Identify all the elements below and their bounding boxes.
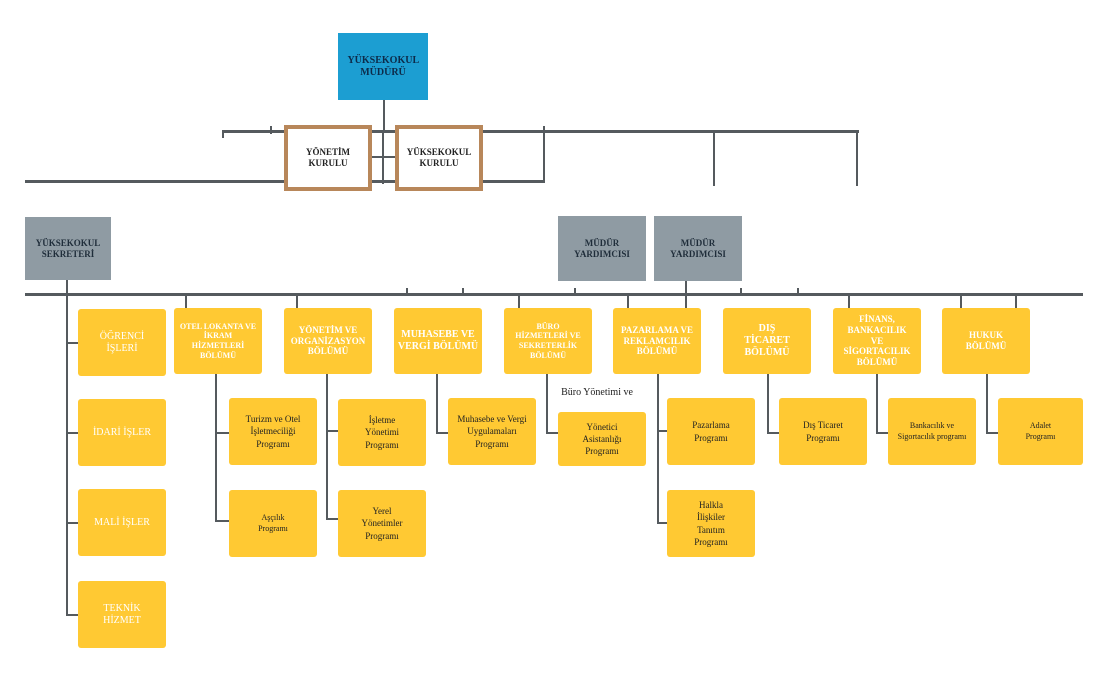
program-box: Adalet Programı	[998, 398, 1083, 465]
office-box: TEKNİK HİZMET	[78, 581, 166, 648]
department-title: MUHASEBE VE VERGİ BÖLÜMÜ	[397, 329, 479, 352]
program-box: Dış Ticaret Programı	[779, 398, 867, 465]
department-box: DIŞ TİCARET BÖLÜMÜ	[723, 308, 811, 374]
assistant-director-box-2: MÜDÜR YARDIMCISI	[654, 216, 742, 281]
school-board-box: YÜKSEKOKUL KURULU	[395, 125, 483, 191]
office-box: ÖĞRENCİ İŞLERİ	[78, 309, 166, 376]
office-label: TEKNİK HİZMET	[103, 602, 141, 626]
program-title: Halkla İlişkiler Tanıtım Programı	[694, 500, 728, 547]
assistant-director-title: MÜDÜR YARDIMCISI	[670, 237, 726, 259]
department-title: PAZARLAMA VE REKLAMCILIK BÖLÜMÜ	[621, 324, 693, 357]
department-title: DIŞ TİCARET BÖLÜMÜ	[744, 323, 790, 358]
department-title: HUKUK BÖLÜMÜ	[965, 330, 1007, 351]
program-box: Aşçılık Programı	[229, 490, 317, 557]
program-box: Yerel Yönetimler Programı	[338, 490, 426, 557]
department-box: FİNANS, BANKACILIK VE SİGORTACILIK BÖLÜM…	[833, 308, 921, 374]
department-box: PAZARLAMA VE REKLAMCILIK BÖLÜMÜ	[613, 308, 701, 374]
program-box: Halkla İlişkiler Tanıtım Programı	[667, 490, 755, 557]
program-title: Aşçılık Programı	[258, 512, 288, 533]
secretary-box: YÜKSEKOKUL SEKRETERİ	[25, 217, 111, 280]
assistant-director-box-1: MÜDÜR YARDIMCISI	[558, 216, 646, 281]
program-title: Adalet Programı	[1025, 420, 1056, 441]
department-title: YÖNETİM VE ORGANİZASYON BÖLÜMÜ	[290, 324, 366, 357]
program-box: Bankacılık ve Sigortacılık programı	[888, 398, 976, 465]
program-title: Yönetici Asistanlığı Programı	[582, 421, 622, 457]
office-box: MALİ İŞLER	[78, 489, 166, 556]
program-title: Dış Ticaret Programı	[803, 420, 843, 443]
director-box: YÜKSEKOKUL MÜDÜRÜ	[338, 33, 428, 100]
management-board-title: YÖNETİM KURULU	[305, 147, 350, 168]
program-title: Turizm ve Otel İşletmeciliği Programı	[245, 414, 301, 449]
program-box: İşletme Yönetimi Programı	[338, 399, 426, 466]
department-box: OTEL LOKANTA VE İKRAM HİZMETLERİ BÖLÜMÜ	[174, 308, 262, 374]
office-label: ÖĞRENCİ İŞLERİ	[99, 330, 145, 354]
program-box: Pazarlama Programı	[667, 398, 755, 465]
management-board-box: YÖNETİM KURULU	[284, 125, 372, 191]
department-box: HUKUK BÖLÜMÜ	[942, 308, 1030, 374]
program-box: Muhasebe ve Vergi Uygulamaları Programı	[448, 398, 536, 465]
department-title: FİNANS, BANKACILIK VE SİGORTACILIK BÖLÜM…	[843, 314, 911, 368]
program-box: Turizm ve Otel İşletmeciliği Programı	[229, 398, 317, 465]
program-title: Pazarlama Programı	[692, 420, 730, 443]
program-title: Muhasebe ve Vergi Uygulamaları Programı	[457, 414, 527, 449]
program-box: Yönetici Asistanlığı Programı	[558, 412, 646, 466]
assistant-director-title: MÜDÜR YARDIMCISI	[574, 237, 630, 259]
program-title: Yerel Yönetimler Programı	[361, 506, 403, 541]
office-label: MALİ İŞLER	[94, 516, 150, 528]
school-board-title: YÜKSEKOKUL KURULU	[406, 147, 472, 168]
department-box: BÜRO HİZMETLERİ VE SEKRETERLİK BÖLÜMÜ	[504, 308, 592, 374]
department-title: BÜRO HİZMETLERİ VE SEKRETERLİK BÖLÜMÜ	[515, 321, 581, 360]
secretary-title: YÜKSEKOKUL SEKRETERİ	[35, 237, 101, 259]
program-title: İşletme Yönetimi Programı	[365, 415, 399, 450]
program-title: Bankacılık ve Sigortacılık programı	[897, 420, 967, 441]
department-title: OTEL LOKANTA VE İKRAM HİZMETLERİ BÖLÜMÜ	[179, 321, 257, 360]
office-box: İDARİ İŞLER	[78, 399, 166, 466]
department-box: YÖNETİM VE ORGANİZASYON BÖLÜMÜ	[284, 308, 372, 374]
program-header-text: Büro Yönetimi ve	[561, 387, 633, 398]
department-box: MUHASEBE VE VERGİ BÖLÜMÜ	[394, 308, 482, 374]
office-label: İDARİ İŞLER	[92, 426, 152, 438]
director-title: YÜKSEKOKUL MÜDÜRÜ	[347, 54, 420, 78]
